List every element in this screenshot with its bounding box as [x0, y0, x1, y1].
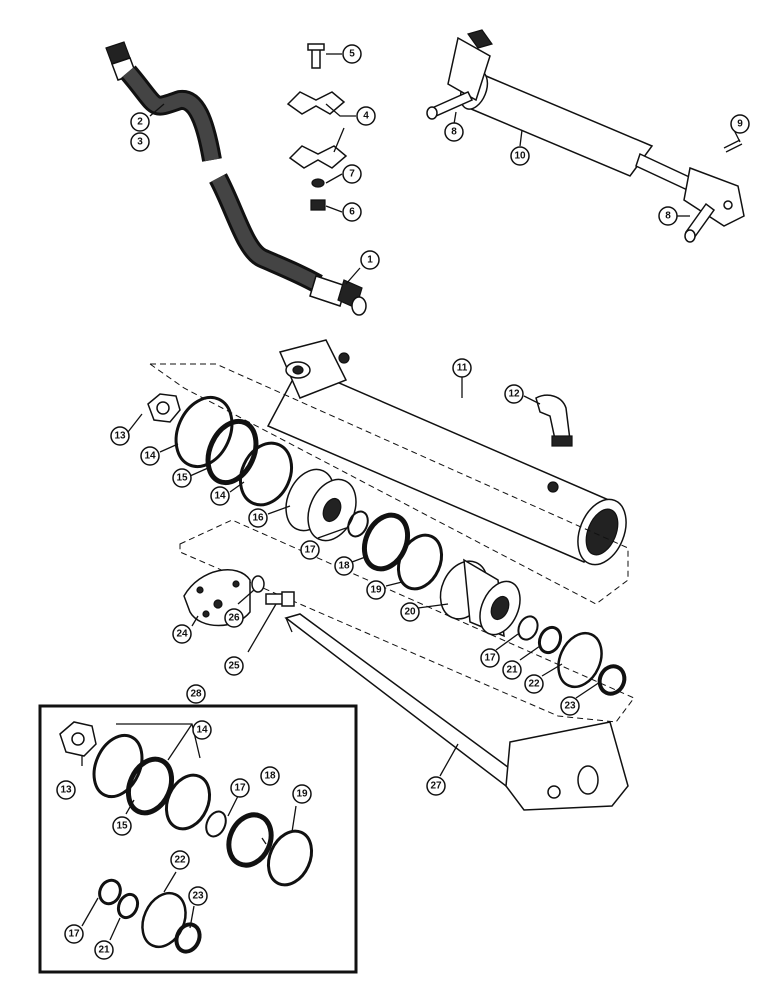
callout-13: 13: [110, 426, 130, 446]
seal-kit-box: [38, 704, 358, 974]
callout-5: 5: [342, 44, 362, 64]
svg-text:25: 25: [228, 661, 240, 672]
svg-text:13: 13: [114, 431, 126, 442]
callout-15: 15: [172, 468, 192, 488]
svg-text:21: 21: [98, 945, 110, 956]
piston-rod: [284, 613, 629, 811]
svg-text:5: 5: [349, 49, 355, 60]
cylinder-assembly-small: [426, 29, 745, 243]
kit-callout-14: 14: [192, 720, 212, 740]
cylinder-barrel: [266, 339, 627, 566]
svg-text:13: 13: [60, 785, 72, 796]
callout-6: 6: [342, 202, 362, 222]
svg-text:14: 14: [214, 491, 226, 502]
callout-labels: 1 2 3 4 5 6 7 8 8 9 10 11 12 13 14 15 14…: [56, 44, 750, 960]
svg-text:18: 18: [338, 561, 350, 572]
callout-14-b: 14: [210, 486, 230, 506]
callout-28: 28: [186, 684, 206, 704]
callout-11: 11: [452, 358, 472, 378]
kit-callout-17-b: 17: [64, 924, 84, 944]
svg-text:21: 21: [506, 665, 518, 676]
svg-text:8: 8: [665, 211, 671, 222]
kit-callout-21: 21: [94, 940, 114, 960]
callout-26: 26: [224, 608, 244, 628]
kit-callout-23: 23: [188, 886, 208, 906]
callout-19: 19: [366, 580, 386, 600]
kit-callout-17-a: 17: [230, 778, 250, 798]
kit-callout-19: 19: [292, 784, 312, 804]
callout-14-a: 14: [140, 446, 160, 466]
callout-27: 27: [426, 776, 446, 796]
kit-callout-22: 22: [170, 850, 190, 870]
svg-text:19: 19: [370, 585, 382, 596]
elbow-fitting: [535, 394, 573, 447]
svg-text:23: 23: [192, 891, 204, 902]
callout-7: 7: [342, 164, 362, 184]
svg-text:18: 18: [264, 771, 276, 782]
callout-1: 1: [360, 250, 380, 270]
svg-text:17: 17: [304, 545, 316, 556]
callout-3: 3: [130, 132, 150, 152]
svg-text:4: 4: [363, 111, 369, 122]
callout-8-upper: 8: [444, 122, 464, 142]
svg-text:22: 22: [528, 679, 540, 690]
svg-text:6: 6: [349, 207, 355, 218]
callout-9: 9: [730, 114, 750, 134]
callout-8-lower: 8: [658, 206, 678, 226]
callout-25: 25: [224, 656, 244, 676]
svg-text:12: 12: [508, 389, 520, 400]
callout-18: 18: [334, 556, 354, 576]
kit-callout-13: 13: [56, 780, 76, 800]
svg-text:14: 14: [196, 725, 208, 736]
svg-text:15: 15: [176, 473, 188, 484]
callout-21: 21: [502, 660, 522, 680]
svg-text:17: 17: [68, 929, 80, 940]
callout-24: 24: [172, 624, 192, 644]
callout-4: 4: [356, 106, 376, 126]
leader-lines: [81, 53, 741, 941]
kit-callout-18: 18: [260, 766, 280, 786]
svg-text:22: 22: [174, 855, 186, 866]
callout-10: 10: [510, 146, 530, 166]
callout-17-a: 17: [300, 540, 320, 560]
svg-text:19: 19: [296, 789, 308, 800]
hydraulic-hose-assembly: [105, 41, 367, 316]
svg-text:3: 3: [137, 137, 143, 148]
svg-text:11: 11: [457, 363, 468, 374]
svg-text:17: 17: [234, 783, 246, 794]
svg-text:17: 17: [484, 653, 496, 664]
svg-text:24: 24: [176, 629, 188, 640]
seal-parts-upper-row: [147, 393, 521, 638]
callout-20: 20: [400, 602, 420, 622]
svg-text:15: 15: [116, 821, 128, 832]
svg-text:20: 20: [404, 607, 416, 618]
svg-text:28: 28: [190, 689, 202, 700]
svg-text:23: 23: [564, 701, 576, 712]
svg-text:7: 7: [349, 169, 355, 180]
seal-group-outline-upper: [148, 363, 629, 605]
callout-22: 22: [524, 674, 544, 694]
kit-callout-15: 15: [112, 816, 132, 836]
svg-text:27: 27: [430, 781, 442, 792]
svg-text:2: 2: [137, 117, 143, 128]
callout-16: 16: [248, 508, 268, 528]
callout-2: 2: [130, 112, 150, 132]
callout-12: 12: [504, 384, 524, 404]
svg-text:1: 1: [367, 255, 373, 266]
svg-text:14: 14: [144, 451, 156, 462]
hose-clamp-set: [286, 43, 348, 211]
svg-text:8: 8: [451, 127, 457, 138]
svg-text:26: 26: [228, 613, 240, 624]
callout-23: 23: [560, 696, 580, 716]
svg-text:9: 9: [737, 119, 743, 130]
svg-text:16: 16: [252, 513, 264, 524]
callout-17-b: 17: [480, 648, 500, 668]
svg-text:10: 10: [514, 151, 526, 162]
seal-parts-lower-row: [183, 569, 627, 696]
